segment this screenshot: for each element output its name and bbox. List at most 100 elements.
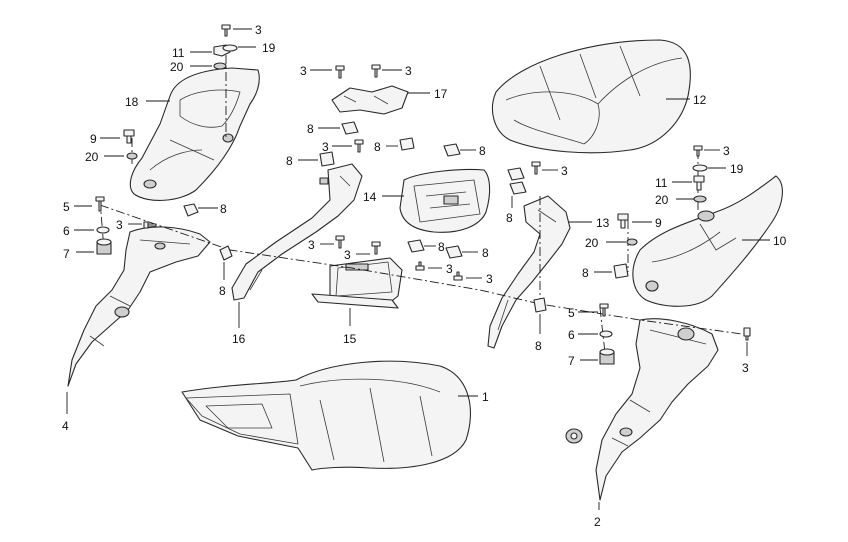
- callout-6b: 6: [568, 328, 575, 342]
- callout-8d: 8: [374, 140, 381, 154]
- callout-11: 11: [172, 46, 185, 60]
- callout-20d: 20: [655, 193, 669, 207]
- grommet-icon: [599, 348, 615, 365]
- left-rail-bracket-part: [231, 163, 363, 301]
- nut-clip-icon: [183, 203, 199, 217]
- callout-7b: 7: [568, 354, 575, 368]
- callout-19: 19: [262, 41, 276, 55]
- callout-4: 4: [62, 419, 69, 433]
- right-lower-cover-part: [595, 318, 719, 501]
- callout-8h: 8: [482, 246, 489, 260]
- screw-icon: [354, 139, 364, 153]
- rear-seat-part: [492, 39, 691, 154]
- callout-3f: 3: [308, 238, 315, 252]
- callout-8c: 8: [307, 122, 314, 136]
- callout-3h: 3: [446, 262, 453, 276]
- right-rail-bracket-part: [487, 195, 571, 349]
- washer-icon: [692, 164, 708, 172]
- callout-13: 13: [596, 216, 610, 230]
- upper-bracket-part: [331, 85, 409, 115]
- callout-17: 17: [434, 87, 448, 101]
- callout-12: 12: [693, 93, 707, 107]
- callout-5b: 5: [568, 306, 575, 320]
- callout-7: 7: [63, 247, 70, 261]
- nut-clip-icon: [565, 428, 583, 444]
- callout-3b: 3: [116, 218, 123, 232]
- washer-icon: [126, 152, 138, 160]
- callout-20b: 20: [85, 150, 99, 164]
- screw-icon: [693, 145, 703, 157]
- grab-handle-part: [129, 67, 260, 201]
- nut-clip-icon: [219, 245, 233, 261]
- grommet-icon: [96, 238, 112, 255]
- washer-icon: [222, 44, 238, 52]
- screw-icon: [617, 213, 629, 229]
- callout-3l: 3: [742, 361, 749, 375]
- callout-3e: 3: [322, 140, 329, 154]
- callout-15: 15: [343, 332, 357, 346]
- nut-clip-icon: [407, 239, 425, 253]
- callout-3g: 3: [344, 248, 351, 262]
- washer-icon: [213, 62, 227, 70]
- nut-clip-icon: [443, 143, 461, 157]
- callout-8b: 8: [219, 284, 226, 298]
- right-side-cover-part: [632, 175, 783, 307]
- nut-clip-icon: [341, 121, 359, 135]
- washer-icon: [96, 226, 110, 234]
- callout-8i: 8: [506, 211, 513, 225]
- nut-clip-icon: [613, 263, 629, 279]
- callout-8g: 8: [438, 240, 445, 254]
- nut-clip-icon: [509, 181, 527, 195]
- screw-icon: [743, 327, 751, 341]
- screw-icon: [415, 261, 425, 271]
- screw-icon: [453, 271, 463, 281]
- callout-8k: 8: [582, 266, 589, 280]
- left-lower-cover-part: [67, 226, 211, 387]
- callout-16: 16: [232, 332, 246, 346]
- nut-clip-icon: [319, 151, 335, 167]
- callout-3i: 3: [486, 272, 493, 286]
- screw-icon: [599, 303, 609, 317]
- callout-3d: 3: [405, 64, 412, 78]
- callout-20c: 20: [585, 236, 599, 250]
- screw-icon: [335, 65, 345, 79]
- screw-icon: [531, 161, 541, 175]
- screw-icon: [221, 24, 231, 37]
- callout-3c: 3: [300, 64, 307, 78]
- screw-icon: [123, 129, 135, 144]
- callout-2: 2: [594, 515, 601, 529]
- callout-10: 10: [773, 234, 787, 248]
- callout-8e: 8: [479, 144, 486, 158]
- callout-19b: 19: [730, 162, 744, 176]
- lower-box-part: [311, 257, 403, 309]
- callout-8j: 8: [535, 339, 542, 353]
- callout-3: 3: [255, 23, 262, 37]
- nut-clip-icon: [399, 137, 415, 151]
- callout-3j: 3: [561, 164, 568, 178]
- screw-icon: [335, 235, 345, 249]
- callout-6: 6: [63, 224, 70, 238]
- washer-icon: [599, 330, 613, 338]
- screw-icon: [95, 196, 105, 212]
- callout-9: 9: [90, 132, 97, 146]
- screw-icon: [693, 175, 705, 191]
- storage-tray-part: [399, 168, 491, 233]
- callout-9b: 9: [655, 216, 662, 230]
- callout-20: 20: [170, 60, 184, 74]
- callout-18: 18: [125, 95, 139, 109]
- screw-icon: [143, 221, 157, 229]
- screw-icon: [371, 64, 381, 78]
- screw-icon: [371, 241, 381, 255]
- washer-icon: [693, 195, 707, 203]
- callout-8: 8: [220, 202, 227, 216]
- main-seat-part: [181, 360, 472, 471]
- callout-5: 5: [63, 200, 70, 214]
- callout-11b: 11: [655, 176, 668, 190]
- nut-clip-icon: [533, 297, 547, 313]
- washer-icon: [626, 238, 638, 246]
- nut-clip-icon: [507, 167, 525, 181]
- callout-3k: 3: [723, 144, 730, 158]
- callout-8f: 8: [286, 154, 293, 168]
- callout-14: 14: [363, 190, 377, 204]
